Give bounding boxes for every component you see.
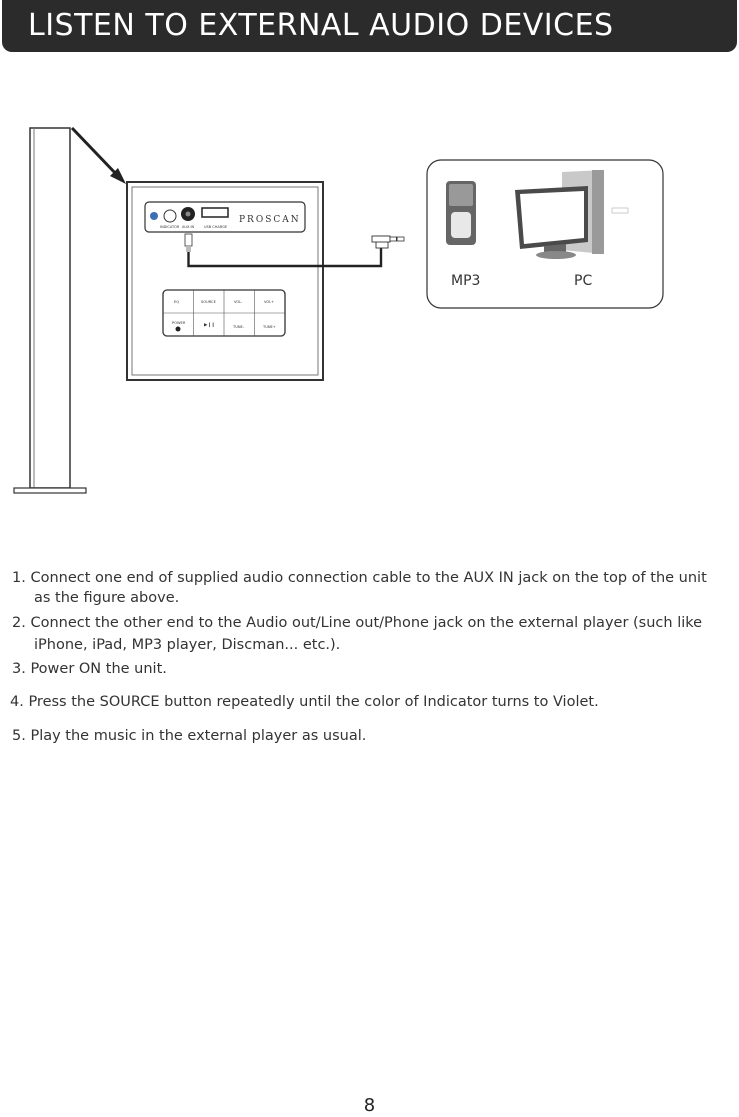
step-3: 3. Power ON the unit.: [12, 661, 167, 677]
step-5: 5. Play the music in the external player…: [12, 728, 367, 744]
svg-text:SOURCE: SOURCE: [201, 300, 217, 304]
svg-text:▶❙❙: ▶❙❙: [204, 322, 215, 328]
pointer-arrow: [70, 126, 126, 184]
svg-text:PROSCAN: PROSCAN: [239, 215, 301, 225]
pc-label: PC: [574, 273, 593, 289]
svg-text:USB CHARGE: USB CHARGE: [204, 225, 227, 229]
step-4: 4. Press the SOURCE button repeatedly un…: [10, 694, 599, 710]
mp3-player-icon: [446, 181, 476, 245]
audio-cable: [184, 233, 405, 268]
title-bar: LISTEN TO EXTERNAL AUDIO DEVICES: [2, 0, 737, 52]
svg-text:EQ: EQ: [174, 300, 179, 304]
svg-text:VOL+: VOL+: [264, 300, 274, 304]
step-1-line-2: as the figure above.: [34, 590, 180, 606]
external-devices-panel: [426, 159, 664, 309]
tower-speaker: [13, 127, 87, 494]
step-2-line-1: 2. Connect the other end to the Audio ou…: [12, 615, 703, 631]
page-title: LISTEN TO EXTERNAL AUDIO DEVICES: [28, 8, 614, 43]
svg-text:TUNE-: TUNE-: [232, 325, 245, 329]
bluetooth-icon: [150, 212, 158, 220]
svg-text:INDICATOR: INDICATOR: [160, 225, 180, 229]
device-top-panel: INDICATOR AUX IN USB CHARGE PROSCAN EQ S…: [126, 181, 324, 381]
step-2-line-2: iPhone, iPad, MP3 player, Discman... etc…: [34, 637, 341, 653]
svg-text:AUX IN: AUX IN: [182, 225, 194, 229]
svg-text:POWER: POWER: [172, 321, 186, 325]
page-number: 8: [363, 1095, 376, 1116]
svg-text:VOL-: VOL-: [234, 300, 243, 304]
connection-diagram: INDICATOR AUX IN USB CHARGE PROSCAN EQ S…: [0, 60, 739, 510]
pc-monitor-icon: [515, 170, 629, 259]
diagram-svg: INDICATOR AUX IN USB CHARGE PROSCAN EQ S…: [13, 126, 664, 494]
power-icon: [175, 326, 181, 332]
step-1-line-1: 1. Connect one end of supplied audio con…: [12, 570, 707, 586]
svg-text:TUNE+: TUNE+: [262, 325, 276, 329]
mp3-label: MP3: [451, 273, 481, 289]
